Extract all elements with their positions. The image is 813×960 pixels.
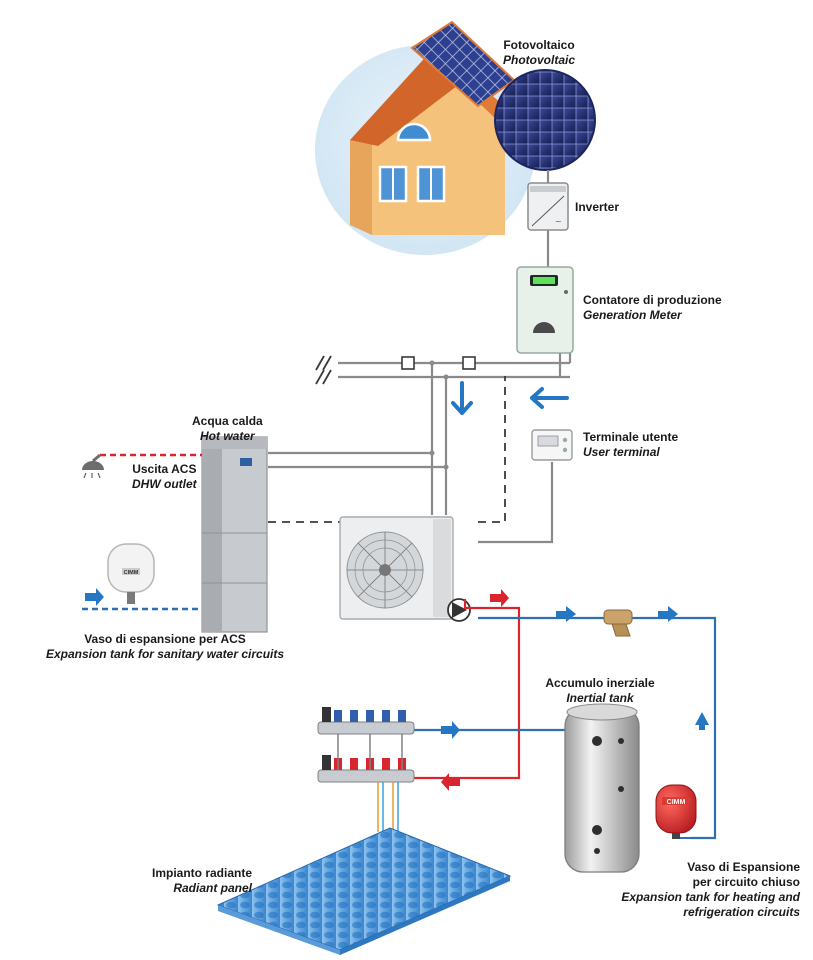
generation-meter-device — [516, 266, 574, 354]
label-expansion-dhw: Vaso di espansione per ACS Expansion tan… — [15, 632, 315, 662]
label-inverter-it: Inverter — [575, 200, 620, 214]
return-flow-arrow — [441, 773, 460, 791]
closed-circuit-expansion-tank: CIMM — [655, 784, 697, 839]
label-inertial-tank: Accumulo inerziale Inertial tank — [530, 676, 670, 706]
hot-flow-arrow — [490, 589, 509, 607]
label-radiant-panel-it: Impianto radiante — [151, 866, 252, 880]
label-hot-water: Acqua calda Hot water — [192, 414, 263, 444]
label-expansion-dhw-en: Expansion tank for sanitary water circui… — [45, 647, 285, 661]
circulation-pump — [447, 598, 471, 622]
label-user-terminal-en: User terminal — [583, 445, 660, 459]
label-inertial-tank-en: Inertial tank — [566, 691, 634, 705]
dhw-outlet-pipe — [82, 453, 202, 479]
inertial-buffer-tank — [564, 703, 640, 873]
label-user-terminal: Terminale utente User terminal — [583, 430, 678, 460]
label-expansion-closed-en2: refrigeration circuits — [683, 905, 800, 919]
svg-text:~: ~ — [555, 217, 562, 226]
electrical-wiring — [268, 170, 572, 544]
label-expansion-closed-it2: per circuito chiuso — [692, 875, 800, 889]
label-photovoltaic: Fotovoltaico Photovoltaic — [503, 38, 575, 68]
tank-brand-logo: CIMM — [124, 570, 139, 576]
label-hot-water-it: Acqua calda — [192, 414, 263, 428]
label-expansion-closed-it1: Vaso di Espansione — [687, 860, 800, 874]
pv-panel-closeup — [494, 69, 596, 171]
control-wiring — [268, 376, 506, 523]
label-user-terminal-it: Terminale utente — [583, 430, 679, 444]
label-hot-water-en: Hot water — [200, 429, 255, 443]
label-photovoltaic-it: Fotovoltaico — [503, 38, 575, 52]
label-inverter: Inverter — [575, 200, 619, 215]
label-dhw-outlet-en: DHW outlet — [132, 477, 197, 491]
label-radiant-panel-en: Radiant panel — [173, 881, 252, 895]
user-terminal-device — [531, 429, 573, 461]
house-illustration — [315, 20, 535, 255]
label-dhw-outlet-it: Uscita ACS — [132, 462, 197, 476]
red-tank-brand-logo: CIMM — [667, 799, 686, 806]
grid-break-marks — [315, 355, 332, 385]
radiant-manifolds — [317, 707, 415, 832]
label-generation-meter-en: Generation Meter — [583, 308, 682, 322]
label-expansion-closed: Vaso di Espansione per circuito chiuso E… — [600, 860, 800, 920]
energy-flow-arrows — [451, 381, 569, 415]
hot-supply-pipe — [412, 599, 521, 780]
label-expansion-closed-en1: Expansion tank for heating and — [621, 890, 800, 904]
label-inertial-tank-it: Accumulo inerziale — [545, 676, 655, 690]
radiant-floor-panel — [216, 827, 512, 955]
cold-flow-arrows — [441, 606, 709, 739]
label-generation-meter-it: Contatore di produzione — [583, 293, 722, 307]
bus-breakers — [401, 356, 476, 470]
cold-water-inlet-pipe — [82, 588, 202, 611]
label-radiant-panel: Impianto radiante Radiant panel — [140, 866, 252, 896]
label-generation-meter: Contatore di produzione Generation Meter — [583, 293, 722, 323]
cold-return-pipe — [412, 616, 717, 840]
label-photovoltaic-en: Photovoltaic — [503, 53, 576, 67]
y-strainer-filter — [603, 609, 633, 637]
label-expansion-dhw-it: Vaso di espansione per ACS — [84, 632, 246, 646]
label-dhw-outlet: Uscita ACS DHW outlet — [132, 462, 197, 492]
inverter-device: ~ — [527, 182, 569, 231]
sanitary-expansion-tank: CIMM — [107, 543, 155, 604]
outdoor-heat-pump-unit — [339, 516, 454, 620]
dhw-heat-pump-boiler — [201, 436, 268, 633]
